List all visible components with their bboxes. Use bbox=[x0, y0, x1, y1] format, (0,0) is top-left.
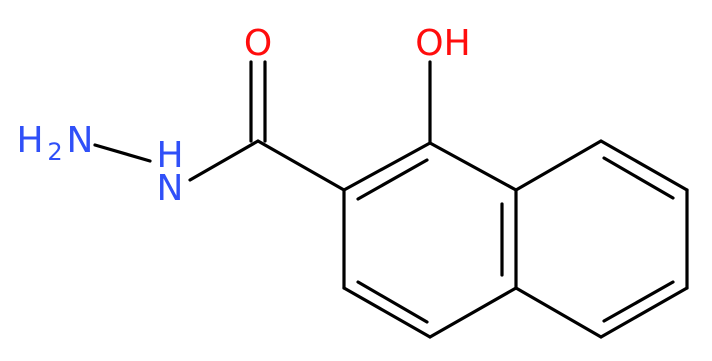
amide-h-label: H bbox=[156, 135, 183, 176]
amide-n-label: N bbox=[157, 168, 184, 209]
bond bbox=[602, 156, 675, 200]
bond bbox=[514, 286, 603, 339]
hydroxyl-label: OH bbox=[415, 23, 470, 64]
oxygen-label: O bbox=[244, 23, 272, 64]
bond bbox=[342, 286, 432, 339]
atom-labels: O OH H N H 2 N bbox=[16, 23, 470, 209]
bond bbox=[599, 286, 689, 339]
bond bbox=[342, 141, 432, 192]
amine-n-label: N bbox=[67, 120, 94, 161]
bond bbox=[93, 143, 152, 163]
bond-lines bbox=[93, 60, 689, 339]
bond bbox=[428, 141, 518, 192]
bond bbox=[599, 139, 689, 192]
amine-h-label: H bbox=[16, 120, 43, 161]
bond bbox=[356, 158, 429, 201]
bond bbox=[356, 280, 429, 324]
amine-subscript-label: 2 bbox=[47, 138, 62, 166]
bond bbox=[602, 280, 675, 323]
bond bbox=[514, 139, 603, 192]
bond bbox=[256, 139, 346, 192]
bond bbox=[428, 286, 518, 339]
bond bbox=[188, 139, 260, 182]
